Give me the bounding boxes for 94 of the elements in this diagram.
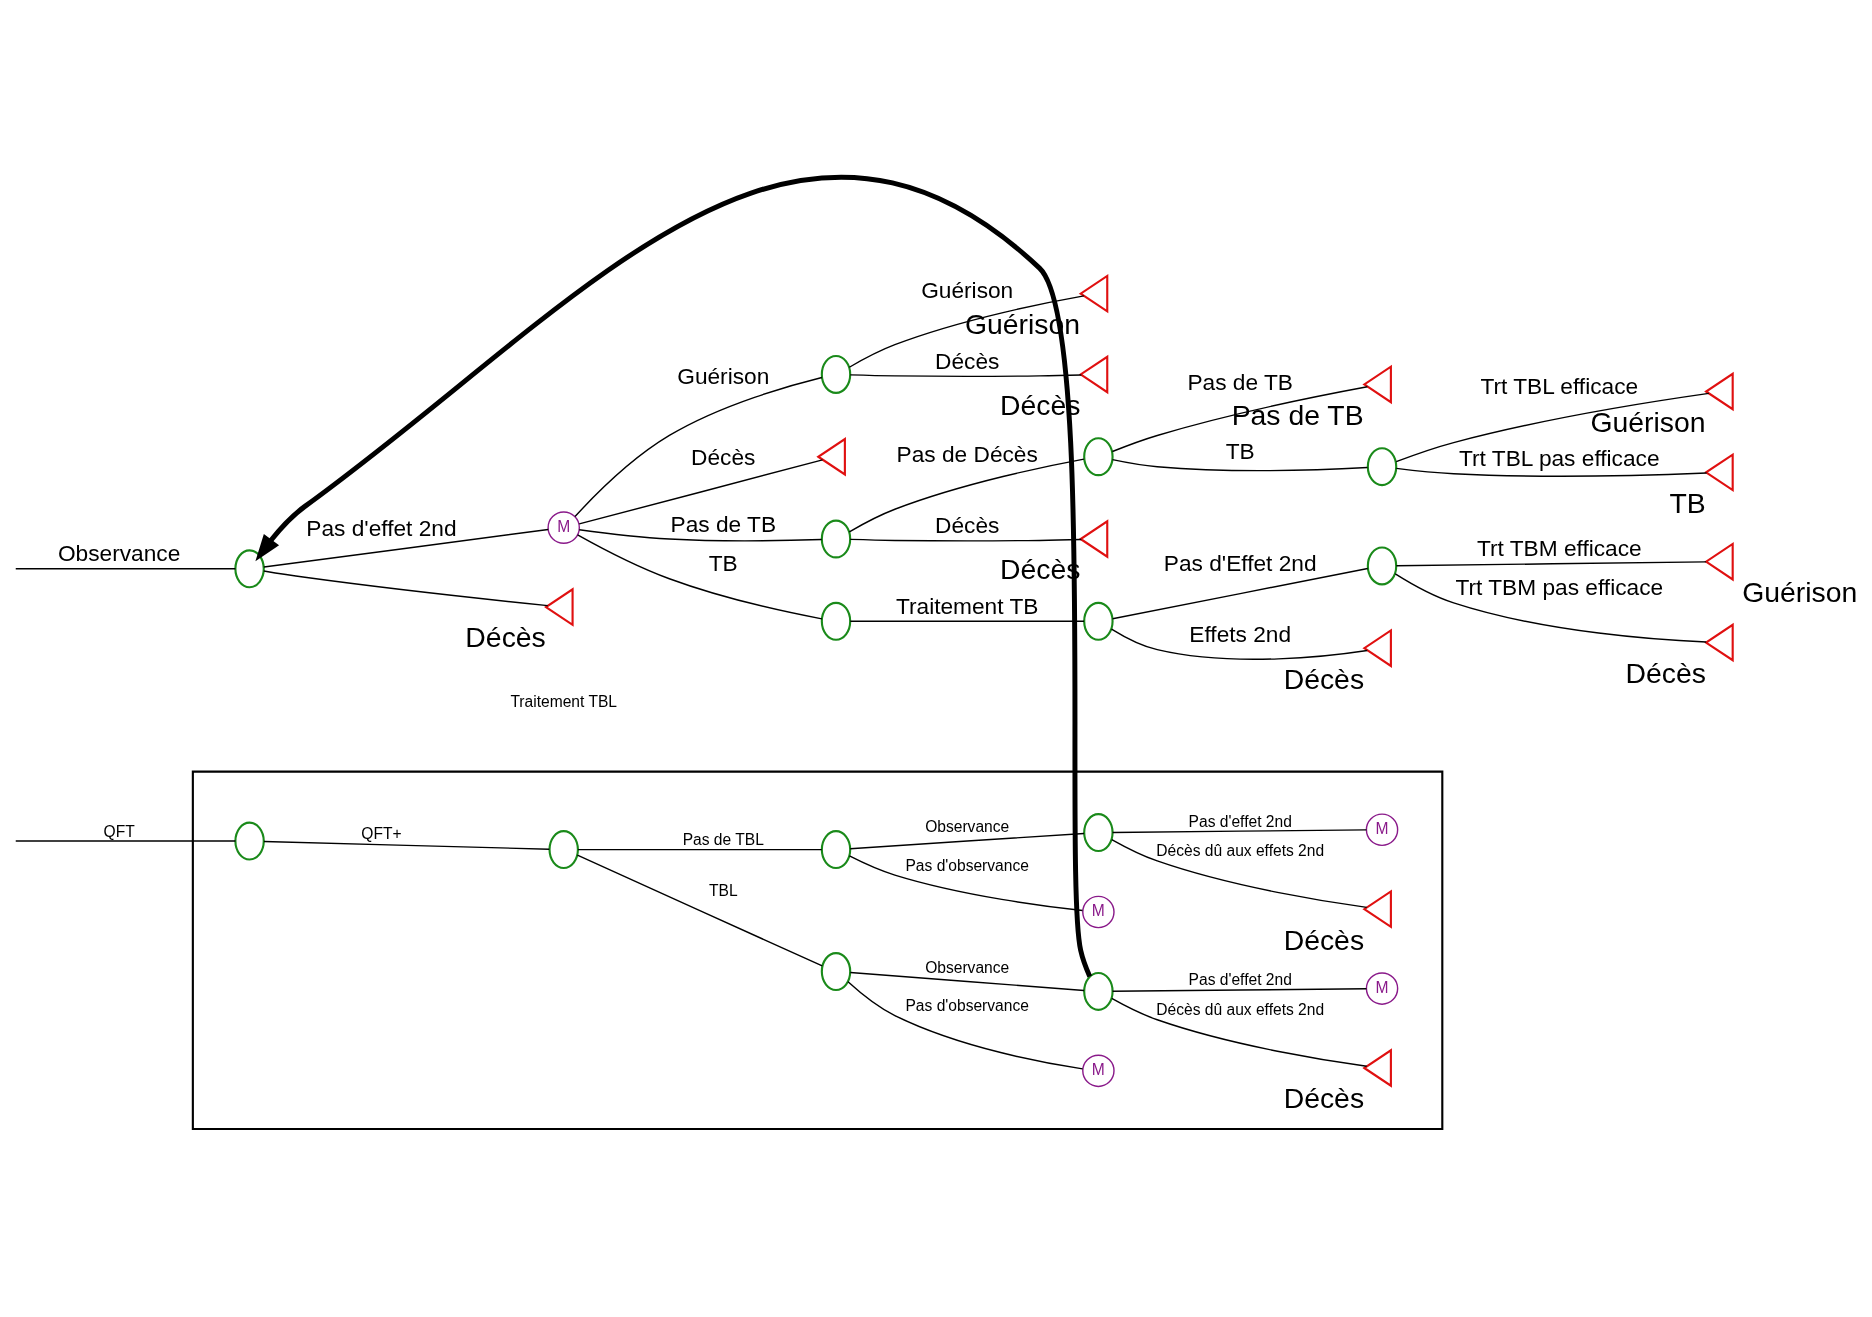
- edge-label: Observance: [57, 540, 181, 567]
- connector: [576, 534, 823, 620]
- connector: [849, 374, 1083, 378]
- edge-label: Décès dû aux effets 2nd: [1156, 842, 1325, 860]
- connector: [15, 568, 237, 570]
- edge-label: Pas de TBL: [682, 831, 764, 849]
- connector: [263, 528, 549, 568]
- edge-label: Pas d'observance: [905, 996, 1029, 1014]
- edge-label: Pas d'Effet 2nd: [1163, 550, 1317, 577]
- edge-label: Pas d'effet 2nd: [1188, 971, 1292, 989]
- connector: [1111, 386, 1369, 453]
- node-circle: [1083, 813, 1114, 853]
- node-label: Décès: [1283, 1082, 1365, 1115]
- edge-label: Guérison: [921, 276, 1014, 303]
- node-circle: [234, 549, 265, 589]
- node-label: Guérison: [1742, 576, 1858, 609]
- edge-label: Trt TBL efficace: [1480, 373, 1639, 400]
- connector: [263, 840, 550, 850]
- edge-label: Trt TBM pas efficace: [1455, 574, 1664, 601]
- node-circle: M: [1082, 1054, 1115, 1088]
- connector: [1111, 838, 1368, 909]
- edge-label: Décès: [691, 443, 756, 470]
- label: Traitement TBL: [510, 693, 618, 711]
- edge-label: Observance: [925, 818, 1010, 836]
- node-circle: [820, 830, 852, 870]
- node-circle: M: [547, 511, 581, 544]
- node-circle: M: [1365, 813, 1399, 847]
- edge-label: Pas de TB: [1187, 368, 1293, 395]
- node-circle: [820, 519, 852, 559]
- connector: [1111, 997, 1368, 1067]
- connector: [1111, 829, 1368, 834]
- arrow: [255, 175, 1093, 978]
- node-circle: [1366, 447, 1398, 487]
- node-circle: [1083, 601, 1114, 641]
- connector: [849, 832, 1085, 850]
- node-circle: M: [1365, 972, 1399, 1005]
- connector: [848, 855, 1084, 912]
- connector: [1395, 467, 1708, 477]
- connector: [849, 538, 1083, 542]
- cluster: [191, 770, 1444, 1131]
- edge-label: QFT: [103, 822, 135, 840]
- edge-label: TB: [708, 550, 738, 577]
- connector: [847, 981, 1084, 1070]
- edge-label: Pas d'effet 2nd: [1188, 812, 1292, 830]
- connector: [577, 848, 823, 851]
- edge-label: TB: [1225, 438, 1255, 465]
- connector: [1111, 988, 1368, 992]
- edge-label: Guérison: [677, 363, 770, 390]
- connector: [15, 840, 237, 842]
- edge-label: Traitement TB: [895, 592, 1039, 619]
- edge-label: Trt TBM efficace: [1476, 534, 1642, 561]
- node-label: Décès: [1283, 923, 1365, 956]
- connector: [848, 458, 1085, 533]
- node-label: Décès: [1283, 662, 1365, 695]
- edge-label: Décès: [935, 512, 1000, 539]
- edge-label: Pas de TB: [670, 510, 777, 537]
- edge-label: Observance: [925, 958, 1010, 976]
- node-circle: [548, 830, 579, 870]
- edge-label: TBL: [708, 882, 738, 900]
- connector: [849, 971, 1085, 992]
- edge-label: Pas de Décès: [896, 441, 1038, 468]
- connector: [576, 854, 823, 967]
- node-circle: [234, 821, 265, 861]
- node-circle: [820, 952, 852, 992]
- connector: [1111, 567, 1369, 620]
- connector: [574, 376, 823, 518]
- node-circle: [1083, 437, 1114, 477]
- edge-label: Pas d'observance: [905, 856, 1029, 874]
- edge-label: Pas d'effet 2nd: [306, 514, 457, 541]
- edge-label: Trt TBL pas efficace: [1459, 445, 1660, 472]
- connector: [849, 620, 1085, 622]
- edge-label: Décès: [935, 347, 1000, 374]
- connector: [1395, 561, 1707, 567]
- node-label: Pas de TB: [1231, 398, 1364, 431]
- node-circle: [1366, 546, 1398, 586]
- node-circle: M: [1082, 895, 1115, 929]
- connector: [263, 570, 549, 607]
- edge-label: QFT+: [361, 825, 402, 843]
- connector: [578, 528, 823, 542]
- edge-label: Décès dû aux effets 2nd: [1156, 1001, 1325, 1019]
- node-label: Décès: [465, 621, 546, 654]
- node-label: TB: [1669, 486, 1706, 519]
- connector: [1395, 392, 1710, 463]
- connector: [1394, 573, 1707, 643]
- node-circle: [820, 355, 852, 394]
- node-triangle: [816, 437, 846, 477]
- node-circle: [1083, 971, 1114, 1011]
- connector: [1111, 458, 1369, 472]
- node-label: Décès: [1625, 656, 1706, 689]
- node-circle: [820, 601, 852, 641]
- node-label: Guérison: [1590, 405, 1706, 438]
- edge-label: Effets 2nd: [1189, 621, 1292, 648]
- connector: [578, 459, 824, 525]
- connector: [1110, 628, 1368, 660]
